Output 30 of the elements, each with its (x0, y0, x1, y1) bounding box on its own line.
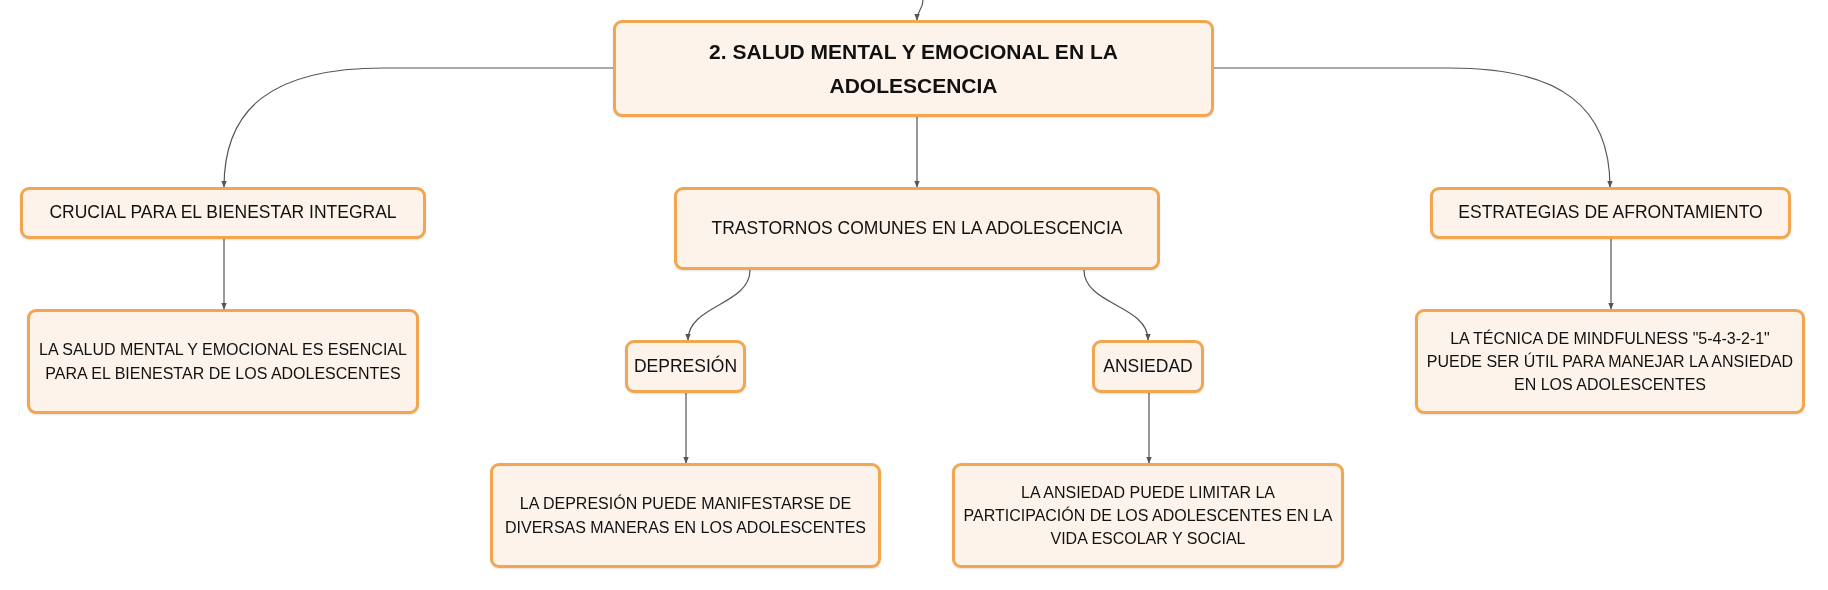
connector-arrow (1146, 392, 1152, 464)
concept-box (20, 187, 426, 239)
connector-arrow (221, 67, 614, 188)
concept-box (1430, 187, 1791, 239)
topic-box (613, 20, 1214, 117)
connector-arrow (1213, 67, 1613, 188)
concept-box (1092, 340, 1204, 393)
concept-box (490, 463, 881, 568)
node-text: LA TÉCNICA DE MINDFULNESS "5-4-3-2-1" PUEDE SER ÚTIL PARA MANEJAR LA ANSIEDAD EN LOS ADOLESCENTES (1426, 328, 1794, 396)
node-text: 2. SALUD MENTAL Y EMOCIONAL EN LA ADOLESCENCIA (708, 38, 1119, 99)
node-text: ESTRATEGIAS DE AFRONTAMIENTO (1458, 201, 1763, 225)
connector-arrow (1083, 269, 1150, 341)
connector-arrow (686, 269, 751, 341)
concept-box (625, 340, 746, 393)
concept-box (1415, 309, 1805, 414)
node-text: LA ANSIEDAD PUEDE LIMITAR LA PARTICIPACIÓN DE LOS ADOLESCENTES EN LA VIDA ESCOLAR Y SOCIAL (963, 482, 1333, 550)
concept-box (674, 187, 1160, 270)
concept-box (952, 463, 1344, 568)
connector-arrow (914, 116, 920, 188)
concept-box (27, 309, 419, 414)
node-text: LA DEPRESIÓN PUEDE MANIFESTARSE DE DIVERSAS MANERAS EN LOS ADOLESCENTES (504, 493, 867, 538)
node-text: LA SALUD MENTAL Y EMOCIONAL ES ESENCIAL PARA EL BIENESTAR DE LOS ADOLESCENTES (38, 340, 408, 384)
connector-arrow (1608, 238, 1614, 310)
connector-arrow (914, 0, 924, 21)
connector-arrow (683, 392, 689, 464)
connector-arrow (221, 238, 227, 310)
node-text: CRUCIAL PARA EL BIENESTAR INTEGRAL (49, 201, 397, 225)
node-text: TRASTORNOS COMUNES EN LA ADOLESCENCIA (711, 216, 1123, 240)
node-text: ANSIEDAD (1103, 354, 1193, 378)
node-text: DEPRESIÓN (633, 354, 738, 378)
